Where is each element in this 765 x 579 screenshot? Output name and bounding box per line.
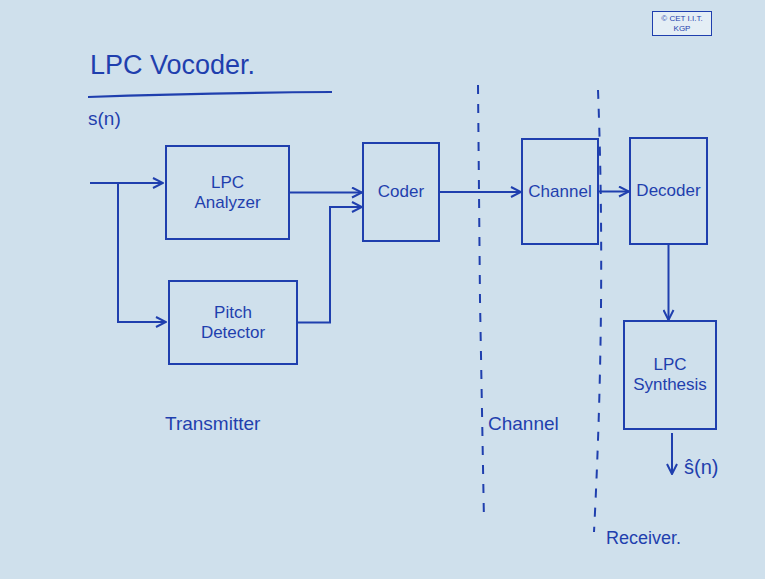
output-arrow bbox=[671, 433, 673, 474]
dashed-divider bbox=[478, 85, 484, 522]
signal-arrow bbox=[599, 191, 629, 193]
process-box: LPC Analyzer bbox=[165, 145, 290, 240]
box-label: Coder bbox=[378, 182, 424, 202]
section-label: Receiver. bbox=[606, 528, 681, 549]
input-branch bbox=[118, 183, 166, 322]
section-label: Transmitter bbox=[165, 413, 260, 435]
box-label: Decoder bbox=[636, 181, 700, 201]
signal-arrow bbox=[290, 192, 362, 194]
process-box: Pitch Detector bbox=[168, 280, 298, 365]
input-line bbox=[90, 182, 163, 184]
process-box: Channel bbox=[521, 138, 599, 245]
signal-name: ŝ(n) bbox=[684, 456, 718, 479]
signal-arrow bbox=[440, 191, 521, 193]
box-label: LPC Analyzer bbox=[183, 173, 273, 212]
process-box: Decoder bbox=[629, 137, 708, 245]
signal-arrow bbox=[298, 207, 362, 323]
box-label: LPC Synthesis bbox=[630, 355, 710, 394]
signal-name: s(n) bbox=[88, 108, 121, 130]
title-underline bbox=[88, 92, 332, 97]
box-label: Channel bbox=[528, 182, 591, 202]
section-label: Channel bbox=[488, 413, 559, 435]
process-box: LPC Synthesis bbox=[623, 320, 717, 430]
box-label: Pitch Detector bbox=[188, 303, 278, 342]
process-box: Coder bbox=[362, 142, 440, 242]
diagram-title: LPC Vocoder. bbox=[90, 50, 255, 81]
signal-arrow bbox=[668, 245, 670, 320]
watermark: © CET I.I.T. KGP bbox=[652, 11, 712, 36]
